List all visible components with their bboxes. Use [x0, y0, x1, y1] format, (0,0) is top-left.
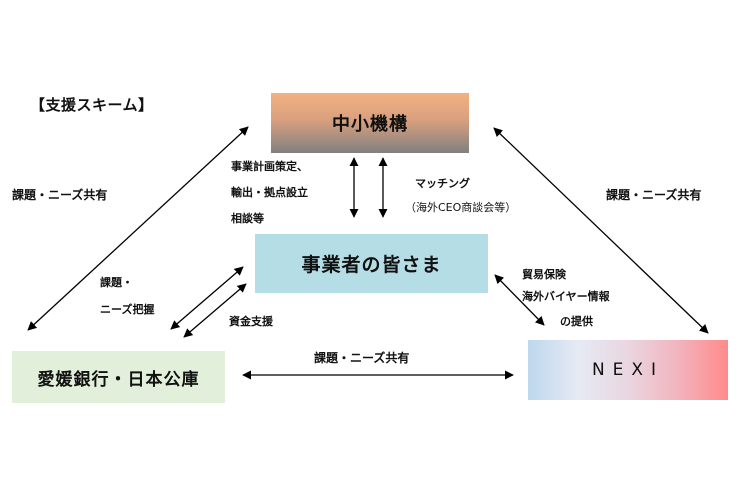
label-bank-nexi: 課題・ニーズ共有	[314, 351, 410, 365]
label-support-line-2: 輸出・拠点設立	[231, 186, 308, 199]
label-nexi-line-2: 海外バイヤー情報	[522, 290, 610, 303]
node-chusho: 中小機構	[271, 93, 469, 153]
arrow-bank-chusho	[27, 126, 249, 331]
node-jigyosha: 事業者の皆さま	[255, 234, 488, 293]
label-funding: 資金支援	[229, 315, 273, 328]
label-nexi-line-3: の提供	[560, 315, 593, 328]
label-support-line-1: 事業計画策定、	[231, 160, 308, 173]
label-grasp-line-2: ニーズ把握	[100, 303, 155, 316]
label-nexi-line-1: 貿易保険	[522, 268, 566, 281]
scheme-title: 【支援スキーム】	[30, 96, 154, 114]
label-matching-line-2: （海外CEO商談会等）	[405, 201, 517, 214]
node-bank-label: 愛媛銀行・日本公庫	[37, 369, 200, 390]
label-chusho-nexi: 課題・ニーズ共有	[606, 188, 702, 202]
node-bank: 愛媛銀行・日本公庫	[12, 351, 225, 403]
label-bank-chusho: 課題・ニーズ共有	[12, 188, 108, 202]
arrow-bank-jigyosha-funding	[183, 283, 247, 338]
label-grasp-line-1: 課題・	[100, 276, 133, 289]
arrow-jigyosha-nexi	[494, 274, 545, 326]
node-nexi: NEXI	[528, 340, 728, 400]
arrow-chusho-nexi	[493, 127, 709, 334]
label-support-line-3: 相談等	[231, 212, 264, 225]
node-jigyosha-label: 事業者の皆さま	[301, 254, 442, 276]
node-nexi-label: NEXI	[591, 360, 665, 380]
node-chusho-label: 中小機構	[332, 114, 408, 135]
label-matching-line-1: マッチング	[415, 177, 470, 190]
